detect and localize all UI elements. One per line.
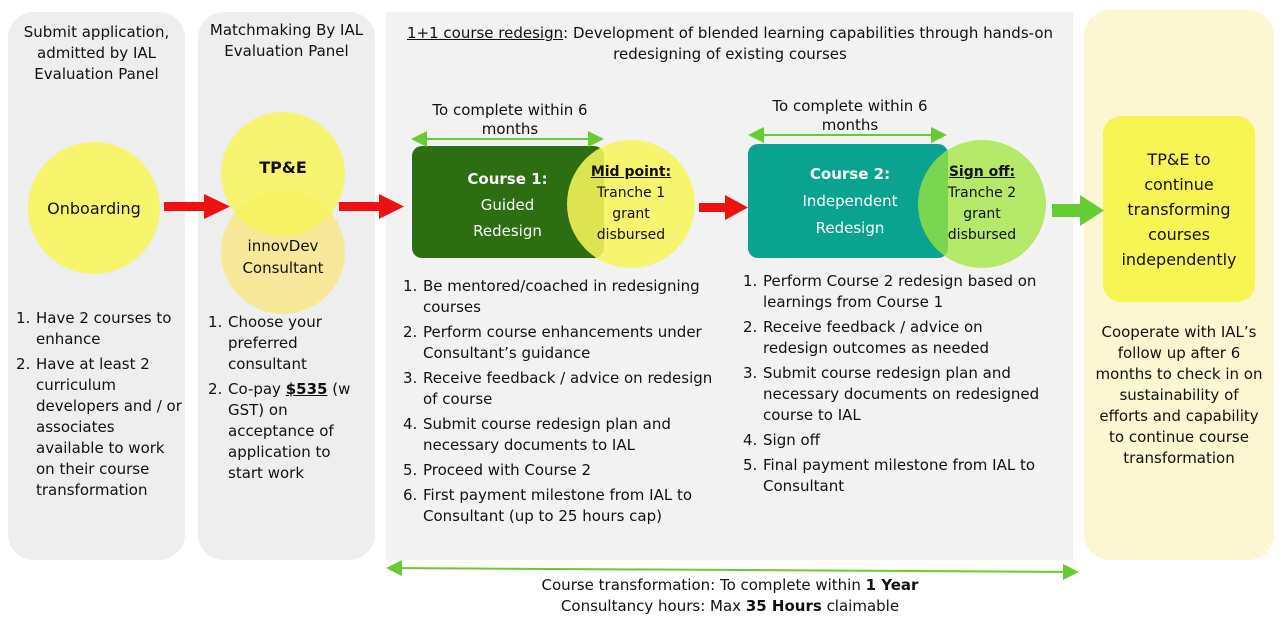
list-item: 6.First payment milestone from IAL to Co… — [403, 486, 693, 525]
continue-label: TP&E to continue transforming courses in… — [1121, 149, 1237, 269]
onboarding-circle: Onboarding — [28, 142, 160, 274]
stage2-steps: 1.Choose your preferred consultant 2.Co-… — [208, 312, 368, 488]
course2-duration: To complete within 6 months — [772, 97, 928, 134]
course1-duration: To complete within 6 months — [432, 101, 588, 138]
stage2-header: Matchmaking By IAL Evaluation Panel — [209, 21, 364, 60]
year-duration-arrow — [386, 560, 1079, 580]
stage1-requirements: 1.Have 2 courses to enhance 2.Have at le… — [16, 308, 182, 505]
tpe-circle: TP&E — [221, 112, 345, 236]
footer-line2: Consultancy hours: Max 35 Hours claimabl… — [560, 597, 900, 615]
list-item: 1.Perform Course 2 redesign based on lea… — [743, 272, 1037, 311]
stage3-footer: Course transformation: To complete withi… — [420, 575, 1040, 617]
signoff-title: Sign off: — [948, 164, 1016, 180]
course1-title: Course 1: — [467, 170, 548, 188]
stage3-title: 1+1 course redesign: Development of blen… — [406, 24, 1054, 63]
course1-steps: 1.Be mentored/coached in redesigning cou… — [403, 276, 723, 531]
course1-text: Course 1: Guided Redesign — [430, 166, 585, 244]
midpoint-title: Mid point: — [590, 164, 672, 180]
course2-subtitle: Independent Redesign — [802, 192, 898, 237]
list-item: 4.Submit course redesign plan and necess… — [403, 415, 671, 454]
course1-subtitle: Guided Redesign — [473, 196, 542, 240]
midpoint-text: Tranche 1 grant disbursed — [596, 185, 666, 243]
copay-amount: $535 — [285, 380, 328, 398]
list-item: 2.Perform course enhancements under Cons… — [403, 323, 702, 362]
list-item: 2.Receive feedback / advice on redesign … — [743, 318, 990, 357]
course2-box — [748, 144, 948, 258]
followup-text: Cooperate with IAL’s follow up after 6 m… — [1095, 323, 1263, 467]
list-item: 2.Co-pay $535 (w GST) on acceptance of a… — [208, 380, 351, 482]
midpoint-circle: Mid point: Tranche 1 grant disbursed — [567, 140, 695, 268]
stage1-header: Submit application, admitted by IAL Eval… — [23, 23, 170, 83]
list-item: 3.Receive feedback / advice on redesign … — [403, 369, 713, 408]
onboarding-panel — [8, 12, 185, 560]
signoff-text: Tranche 2 grant disbursed — [947, 185, 1017, 243]
consultant-label: innovDev Consultant — [242, 237, 324, 277]
course2-title: Course 2: — [809, 165, 891, 183]
list-item: 1.Have 2 courses to enhance — [16, 309, 172, 348]
redesign-link: 1+1 course redesign — [406, 24, 564, 42]
course-redesign-panel — [386, 12, 1073, 560]
course2-text: Course 2: Independent Redesign — [780, 161, 920, 242]
footer-line1: Course transformation: To complete withi… — [541, 576, 919, 594]
list-item: 1.Be mentored/coached in redesigning cou… — [403, 277, 700, 316]
list-item: 3.Submit course redesign plan and necess… — [743, 364, 1040, 424]
continue-box: TP&E to continue transforming courses in… — [1103, 116, 1255, 302]
signoff-circle: Sign off: Tranche 2 grant disbursed — [918, 140, 1046, 268]
list-item: 5.Proceed with Course 2 — [403, 461, 592, 479]
list-item: 4.Sign off — [743, 431, 820, 449]
onboarding-label: Onboarding — [47, 198, 141, 218]
list-item: 5.Final payment milestone from IAL to Co… — [743, 456, 1036, 495]
list-item: 2.Have at least 2 curriculum developers … — [16, 355, 182, 499]
course2-steps: 1.Perform Course 2 redesign based on lea… — [743, 271, 1043, 501]
tpe-label: TP&E — [259, 158, 307, 177]
list-item: 1.Choose your preferred consultant — [208, 313, 322, 373]
